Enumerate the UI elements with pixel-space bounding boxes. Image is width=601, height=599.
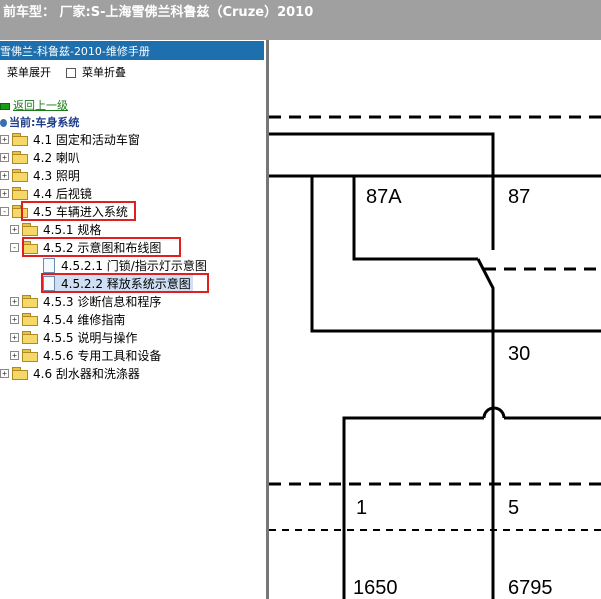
tree-item-4-3[interactable]: + 4.3 照明	[0, 166, 80, 184]
tree-item-label: 4.2 喇叭	[33, 150, 80, 165]
tree-item-4-4[interactable]: + 4.4 后视镜	[0, 184, 92, 202]
collapse-minus-icon[interactable]: -	[10, 242, 19, 252]
folder-icon	[12, 133, 28, 146]
wire-87	[269, 132, 495, 250]
tree-item-4-5-4[interactable]: + 4.5.4 维修指南	[10, 310, 125, 328]
menu-collapse-button[interactable]: 菜单折叠	[66, 64, 126, 80]
back-arrow-icon	[0, 102, 10, 110]
terminal-30-label: 30	[508, 343, 530, 365]
tree-item-label: 4.3 照明	[33, 168, 80, 183]
highlight-box-4-5	[21, 201, 136, 221]
tree-item-4-2[interactable]: + 4.2 喇叭	[0, 148, 80, 166]
relay-switch-contact	[476, 258, 495, 331]
expand-plus-icon[interactable]: +	[0, 134, 9, 144]
menu-expand-button[interactable]: 菜单展开	[7, 64, 51, 80]
tree-item-label: 4.5.2 示意图和布线图	[43, 240, 162, 255]
tree-item-4-5-6[interactable]: + 4.5.6 专用工具和设备	[10, 346, 161, 364]
tree-item-label: 4.5.2.2 释放系统示意图	[61, 276, 191, 291]
expand-plus-icon[interactable]: +	[0, 368, 9, 378]
folder-icon	[22, 331, 38, 344]
tree-item-4-5-2-1[interactable]: 4.5.2.1 门锁/指示灯示意图	[43, 256, 207, 274]
expand-plus-icon[interactable]: +	[0, 188, 9, 198]
pin-5-label: 5	[508, 497, 519, 519]
current-section-label: 当前:车身系统	[9, 116, 80, 129]
window-title: 前车型： 厂家:S-上海雪佛兰科鲁兹（Cruze）2010	[3, 5, 314, 20]
folder-icon	[12, 151, 28, 164]
tree-item-label: 4.4 后视镜	[33, 186, 92, 201]
document-icon	[43, 275, 55, 291]
pin-1-label: 1	[356, 497, 367, 519]
tree-item-4-5[interactable]: - 4.5 车辆进入系统	[0, 202, 128, 220]
expand-plus-icon[interactable]: +	[0, 170, 9, 180]
navigation-panel: 雪佛兰-科鲁兹-2010-维修手册 菜单展开 菜单折叠 返回上一级 当前:车身系…	[0, 40, 266, 599]
tree-item-4-5-3[interactable]: + 4.5.3 诊断信息和程序	[10, 292, 161, 310]
tree-item-4-5-2[interactable]: - 4.5.2 示意图和布线图	[10, 238, 161, 256]
folder-icon	[22, 349, 38, 362]
collapse-minus-icon[interactable]: -	[0, 206, 9, 216]
expand-plus-icon[interactable]: +	[10, 296, 19, 306]
expand-plus-icon[interactable]: +	[10, 350, 19, 360]
folder-icon	[22, 223, 38, 236]
circuit-1650-label: 1650	[353, 577, 398, 599]
tree-item-4-5-1[interactable]: + 4.5.1 规格	[10, 220, 101, 238]
tree-item-label: 4.5.1 规格	[43, 222, 102, 237]
wire-1650	[342, 416, 484, 599]
back-link[interactable]: 返回上一级	[0, 97, 68, 113]
tree-item-label: 4.5 车辆进入系统	[33, 204, 128, 219]
panel-header-title: 雪佛兰-科鲁兹-2010-维修手册	[0, 45, 150, 58]
panel-header: 雪佛兰-科鲁兹-2010-维修手册	[0, 41, 264, 60]
terminal-87a-label: 87A	[366, 186, 402, 208]
relay-frame	[310, 176, 601, 333]
folder-icon	[12, 367, 28, 380]
folder-icon	[12, 187, 28, 200]
tree-item-label: 4.5.3 诊断信息和程序	[43, 294, 162, 309]
system-icon	[0, 119, 7, 127]
menu-collapse-label: 菜单折叠	[82, 66, 126, 79]
folder-icon	[22, 313, 38, 326]
expand-plus-icon[interactable]: +	[10, 332, 19, 342]
tree-item-label: 4.6 刮水器和洗涤器	[33, 366, 140, 381]
tree-item-label: 4.5.4 维修指南	[43, 312, 126, 327]
tree-item-4-5-2-2[interactable]: 4.5.2.2 释放系统示意图	[43, 274, 193, 292]
highlight-box-4-5-2	[22, 237, 181, 257]
highlight-box-4-5-2-2	[41, 273, 209, 293]
title-bar: 前车型： 厂家:S-上海雪佛兰科鲁兹（Cruze）2010	[0, 0, 601, 40]
tree-item-label: 4.5.6 专用工具和设备	[43, 348, 162, 363]
expand-plus-icon[interactable]: +	[10, 224, 19, 234]
tree-item-4-6[interactable]: + 4.6 刮水器和洗涤器	[0, 364, 140, 382]
tree-item-label: 4.5.5 说明与操作	[43, 330, 138, 345]
expand-plus-icon[interactable]: +	[0, 152, 9, 162]
tree-item-4-1[interactable]: + 4.1 固定和活动车窗	[0, 130, 140, 148]
panel-divider[interactable]	[266, 40, 269, 599]
folder-icon	[22, 295, 38, 308]
tree-item-4-5-5[interactable]: + 4.5.5 说明与操作	[10, 328, 137, 346]
circuit-6795-label: 6795	[508, 577, 553, 599]
menu-expand-label: 菜单展开	[7, 66, 51, 79]
tree-item-label: 4.5.2.1 门锁/指示灯示意图	[61, 258, 207, 273]
open-folder-icon	[12, 205, 28, 218]
wiring-diagram: 87A 87 30 1 5 1650 6795	[269, 115, 601, 599]
collapse-icon	[66, 68, 76, 78]
expand-plus-icon[interactable]: +	[10, 314, 19, 324]
terminal-87-label: 87	[508, 186, 530, 208]
current-section: 当前:车身系统	[0, 114, 79, 130]
tree-item-label: 4.1 固定和活动车窗	[33, 132, 140, 147]
folder-icon	[12, 169, 28, 182]
document-icon	[43, 257, 55, 273]
back-link-text[interactable]: 返回上一级	[13, 99, 68, 112]
